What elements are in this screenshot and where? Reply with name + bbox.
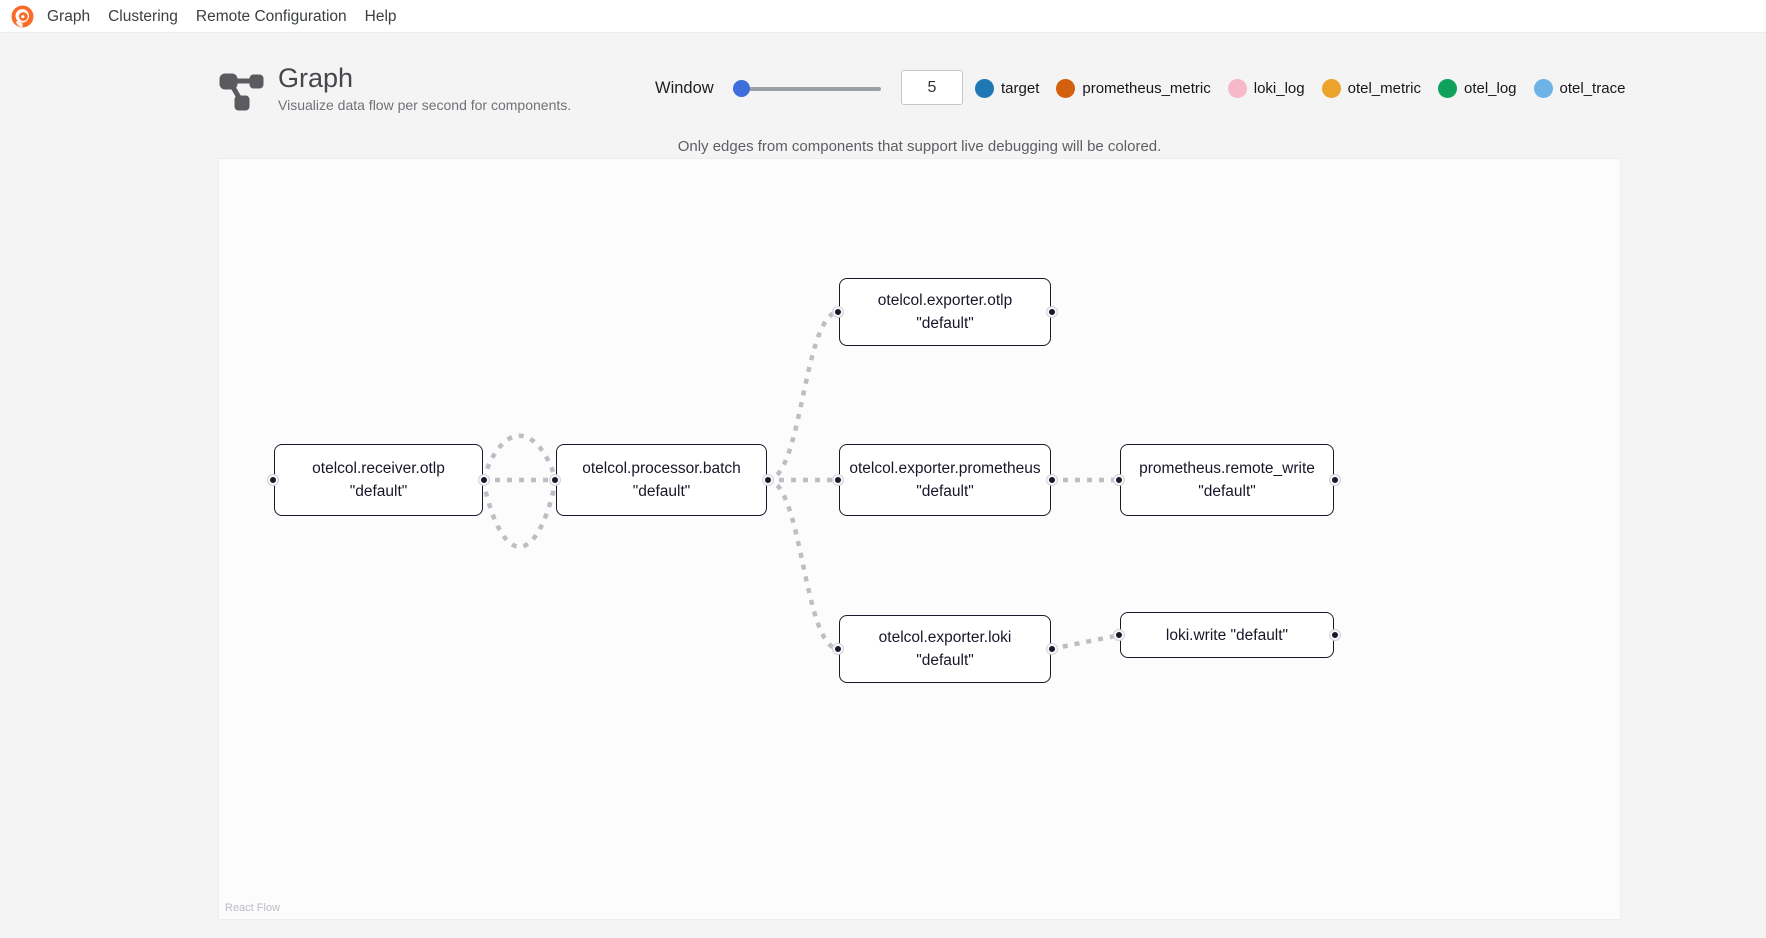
graph-node-otelcol-receiver-otlp[interactable]: otelcol.receiver.otlp"default": [268, 444, 489, 516]
nav-item-help[interactable]: Help: [364, 7, 397, 25]
edge-receiver-processor-arc-up: [480, 433, 559, 481]
edge-receiver-processor-arc-down: [480, 479, 559, 549]
node-handle-left-icon: [1114, 630, 1124, 640]
legend-item-otel-log: otel_log: [1437, 78, 1517, 98]
legend-label-otel-trace: otel_trace: [1559, 79, 1626, 97]
legend-label-otel-metric: otel_metric: [1347, 79, 1421, 97]
node-label: otelcol.processor.batch"default": [582, 460, 741, 500]
node-handle-left-icon: [833, 475, 843, 485]
legend-dot-otel-metric: [1321, 78, 1341, 98]
nav-item-remote-configuration[interactable]: Remote Configuration: [195, 7, 347, 25]
graph-node-otelcol-exporter-otlp[interactable]: otelcol.exporter.otlp"default": [833, 278, 1057, 346]
alloy-logo-icon[interactable]: [9, 3, 36, 30]
window-slider[interactable]: [733, 80, 881, 98]
legend-label-otel-log: otel_log: [1463, 79, 1517, 97]
graph-canvas[interactable]: otelcol.receiver.otlp"default" otelcol.p…: [218, 158, 1621, 920]
node-label: prometheus.remote_write"default": [1139, 460, 1315, 500]
node-label: otelcol.receiver.otlp"default": [312, 460, 445, 500]
window-slider-label: Window: [655, 79, 714, 97]
legend-label-loki-log: loki_log: [1253, 79, 1305, 97]
legend-item-otel-metric: otel_metric: [1321, 78, 1421, 98]
graph-icon: [219, 73, 264, 111]
legend-dot-prometheus-metric: [1056, 78, 1076, 98]
node-handle-right-icon: [1047, 307, 1057, 317]
title-block: Graph Visualize data flow per second for…: [218, 63, 571, 113]
top-nav: Graph Clustering Remote Configuration He…: [0, 0, 1766, 33]
legend-item-target: target: [975, 78, 1040, 98]
legend-label-prometheus-metric: prometheus_metric: [1082, 79, 1211, 97]
node-handle-right-icon: [1047, 644, 1057, 654]
live-debugging-note: Only edges from components that support …: [677, 138, 1162, 155]
graph-node-otelcol-exporter-loki[interactable]: otelcol.exporter.loki"default": [833, 615, 1057, 683]
page-title: Graph: [278, 63, 354, 93]
node-handle-left-icon: [1114, 475, 1124, 485]
node-handle-left-icon: [833, 307, 843, 317]
nav-item-clustering[interactable]: Clustering: [108, 7, 178, 25]
legend-dot-otel-log: [1437, 78, 1457, 98]
edge-type-legend: target prometheus_metric loki_log otel_m…: [975, 78, 1642, 98]
legend-label-target: target: [1001, 79, 1040, 97]
node-handle-left-icon: [268, 475, 278, 485]
nav-item-graph[interactable]: Graph: [47, 7, 91, 25]
edge-exporter-loki-loki-write: [1050, 632, 1121, 652]
graph-edges: [480, 309, 1121, 652]
node-label: otelcol.exporter.prometheus"default": [849, 460, 1041, 500]
node-label: otelcol.exporter.otlp"default": [877, 292, 1013, 332]
page-subtitle: Visualize data flow per second for compo…: [278, 97, 572, 113]
node-handle-right-icon: [479, 475, 489, 485]
node-label: loki.write "default": [1165, 626, 1289, 644]
graph-node-loki-write[interactable]: loki.write "default": [1114, 612, 1340, 658]
legend-dot-loki-log: [1227, 78, 1247, 98]
node-handle-left-icon: [833, 644, 843, 654]
react-flow-attribution: React Flow: [225, 902, 281, 914]
node-handle-right-icon: [763, 475, 773, 485]
edge-processor-exporter-otlp: [766, 309, 840, 483]
legend-item-loki-log: loki_log: [1227, 78, 1305, 98]
node-handle-left-icon: [550, 475, 560, 485]
node-handle-right-icon: [1330, 630, 1340, 640]
graph-node-prometheus-remote-write[interactable]: prometheus.remote_write"default": [1114, 444, 1340, 516]
slider-track[interactable]: [733, 87, 881, 91]
graph-node-otelcol-exporter-prometheus[interactable]: otelcol.exporter.prometheus"default": [833, 444, 1057, 516]
node-handle-right-icon: [1047, 475, 1057, 485]
slider-thumb[interactable]: [733, 80, 750, 97]
window-value-input[interactable]: [901, 70, 963, 105]
legend-item-otel-trace: otel_trace: [1533, 78, 1626, 98]
node-handle-right-icon: [1330, 475, 1340, 485]
legend-dot-otel-trace: [1533, 78, 1553, 98]
edge-processor-exporter-loki: [766, 477, 840, 652]
legend-item-prometheus-metric: prometheus_metric: [1056, 78, 1211, 98]
graph-node-otelcol-processor-batch[interactable]: otelcol.processor.batch"default": [550, 444, 773, 516]
node-label: otelcol.exporter.loki"default": [878, 629, 1012, 669]
legend-dot-target: [975, 78, 994, 98]
page-header: Graph Visualize data flow per second for…: [0, 33, 1766, 138]
